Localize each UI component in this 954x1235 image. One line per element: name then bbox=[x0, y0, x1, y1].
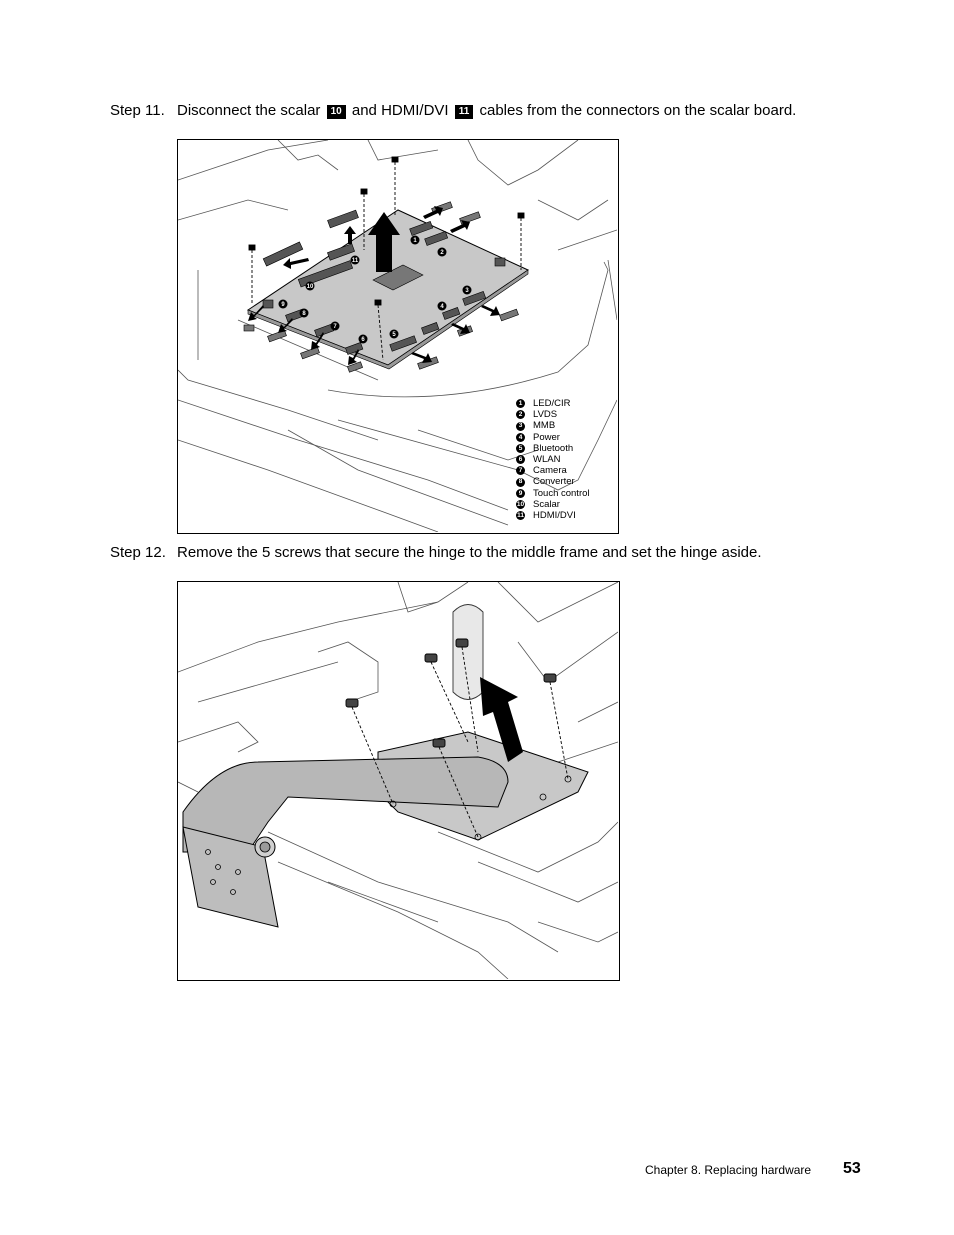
step-text: Disconnect the scalar bbox=[177, 102, 321, 119]
legend-number: 5 bbox=[516, 443, 525, 453]
legend-number: 10 bbox=[516, 499, 525, 509]
legend-number: 4 bbox=[516, 432, 525, 442]
legend-item: 6 WLAN bbox=[516, 454, 590, 465]
callout-number: 7 bbox=[333, 324, 337, 330]
legend-item: 7 Camera bbox=[516, 465, 590, 476]
legend-item: 5 Bluetooth bbox=[516, 443, 590, 454]
callout-number: 4 bbox=[440, 304, 444, 310]
board-callouts: 1 2 3 4 5 6 7 8 9 10 11 bbox=[278, 235, 472, 344]
legend-number: 11 bbox=[516, 511, 525, 521]
legend-label: MMB bbox=[533, 420, 556, 432]
step-number: Step 12. bbox=[110, 544, 166, 561]
callout-number: 6 bbox=[361, 337, 365, 343]
step-11-instruction: Step 11. Disconnect the scalar 10 and HDM… bbox=[110, 101, 796, 121]
callout-number: 10 bbox=[307, 284, 314, 290]
legend-label: LVDS bbox=[533, 409, 558, 421]
legend-label: Camera bbox=[533, 465, 567, 477]
legend-label: Scalar bbox=[533, 498, 560, 510]
legend-label: Power bbox=[533, 431, 560, 443]
legend-item: 10 Scalar bbox=[516, 499, 590, 510]
scalar-board-illustration: 1 2 3 4 5 6 7 8 9 10 11 bbox=[178, 140, 617, 532]
legend-number: 2 bbox=[516, 410, 525, 420]
legend-item: 2 LVDS bbox=[516, 409, 590, 420]
step-text: Remove the 5 screws that secure the hing… bbox=[177, 544, 762, 561]
legend-label: HDMI/DVI bbox=[533, 510, 576, 522]
legend-item: 9 Touch control bbox=[516, 488, 590, 499]
legend-item: 1 LED/CIR bbox=[516, 398, 590, 409]
callout-number: 1 bbox=[413, 238, 417, 244]
legend-label: Bluetooth bbox=[533, 442, 574, 454]
legend-number: 8 bbox=[516, 477, 525, 487]
callout-number: 11 bbox=[352, 258, 359, 264]
page-number: 53 bbox=[843, 1160, 861, 1177]
legend-item: 11 HDMI/DVI bbox=[516, 510, 590, 521]
legend-number: 3 bbox=[516, 421, 525, 431]
step-text: and HDMI/DVI bbox=[351, 102, 449, 119]
legend-number: 7 bbox=[516, 466, 525, 476]
legend-item: 8 Converter bbox=[516, 476, 590, 487]
legend-label: LED/CIR bbox=[533, 398, 571, 409]
legend-item: 3 MMB bbox=[516, 420, 590, 431]
callout-number: 3 bbox=[465, 288, 469, 294]
legend-number: 1 bbox=[516, 399, 525, 409]
legend-item: 4 Power bbox=[516, 432, 590, 443]
callout-number: 5 bbox=[392, 332, 396, 338]
legend-label: Touch control bbox=[533, 487, 590, 499]
footer-chapter: Chapter 8. Replacing hardware bbox=[645, 1163, 812, 1177]
legend-number: 6 bbox=[516, 455, 525, 465]
callout-number: 2 bbox=[440, 250, 444, 256]
step-12-instruction: Step 12. Remove the 5 screws that secure … bbox=[110, 543, 762, 563]
legend-label: WLAN bbox=[533, 454, 561, 466]
legend-label: Converter bbox=[533, 476, 575, 488]
step-text: cables from the connectors on the scalar… bbox=[479, 102, 797, 119]
callout-number: 9 bbox=[281, 302, 285, 308]
step-number: Step 11. bbox=[110, 102, 165, 119]
legend-number: 9 bbox=[516, 488, 525, 498]
hinge-illustration bbox=[178, 582, 618, 979]
callout-number: 8 bbox=[302, 311, 306, 317]
callout-tag: 11 bbox=[454, 105, 474, 119]
hinge-figure bbox=[177, 581, 620, 981]
callout-tag: 10 bbox=[326, 105, 346, 119]
